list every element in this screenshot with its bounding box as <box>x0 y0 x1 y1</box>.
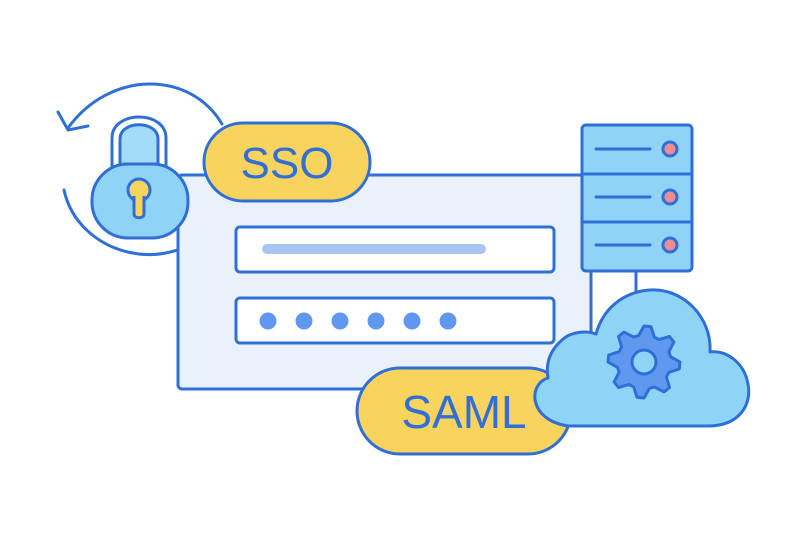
saml-badge: SAML <box>355 366 573 456</box>
server-rack-icon <box>580 123 694 300</box>
password-field[interactable] <box>234 296 556 345</box>
sso-badge: SSO <box>202 121 372 203</box>
sso-label: SSO <box>241 139 334 188</box>
server-led-3 <box>661 236 679 254</box>
password-dot <box>367 312 385 330</box>
lock-icon <box>90 115 190 240</box>
server-led-1 <box>661 140 679 158</box>
saml-label: SAML <box>401 386 526 438</box>
password-dots <box>259 312 457 330</box>
username-placeholder-bar <box>262 244 486 254</box>
server-led-2 <box>661 188 679 206</box>
login-panel <box>176 173 593 391</box>
password-dot <box>295 312 313 330</box>
gear-icon <box>606 324 682 400</box>
username-field[interactable] <box>234 225 556 274</box>
password-dot <box>331 312 349 330</box>
keyhole <box>126 177 152 220</box>
gear-hole <box>630 348 658 376</box>
password-dot <box>403 312 421 330</box>
password-dot <box>439 312 457 330</box>
password-dot <box>259 312 277 330</box>
